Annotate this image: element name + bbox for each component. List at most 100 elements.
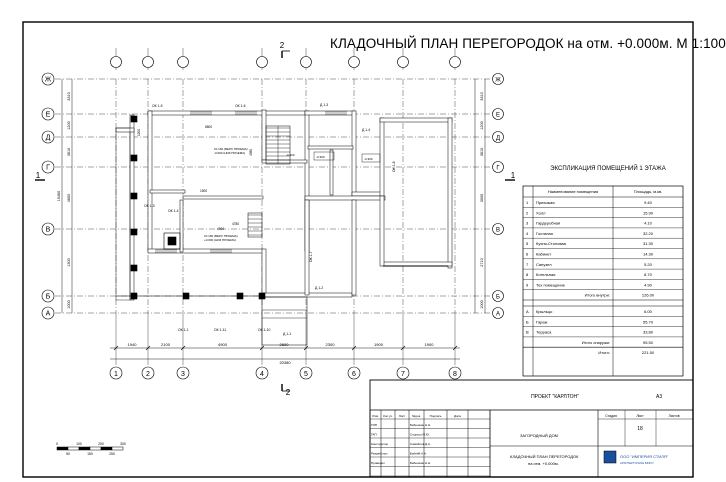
axis-bubble [141, 366, 155, 380]
scale-segment [67, 446, 80, 451]
column [130, 192, 138, 200]
wall-mark: Д 1-1 [283, 332, 291, 336]
column [130, 292, 138, 300]
stamp-format: А3 [656, 394, 662, 400]
outer-letter: А [526, 309, 529, 314]
column [236, 292, 244, 300]
axis-label-А: А [46, 311, 51, 318]
stamp-col-header: №док. [412, 414, 421, 418]
dim-text: 1200 [480, 121, 484, 129]
column [182, 292, 190, 300]
axis-bubble [396, 366, 410, 380]
column [130, 115, 138, 123]
room-number: 2 [526, 210, 529, 215]
dim-text: 3310 [67, 92, 71, 100]
wall-garage-left [261, 248, 267, 298]
dim-text: 1900 [374, 342, 384, 347]
room-number: 9 [526, 282, 529, 287]
wall-mark: ОК 1-6 [235, 104, 246, 108]
level-note: -0.300 [364, 157, 373, 161]
fireplace-core [167, 236, 177, 246]
room-number: 4 [526, 231, 529, 236]
room-number: 6 [526, 252, 529, 257]
outer-name: Гараж [536, 319, 548, 324]
subtotal-value: 126.00 [642, 293, 655, 298]
wall-garage-top [379, 117, 453, 123]
axis-bubble-top [256, 56, 268, 68]
dim-tick [303, 345, 309, 351]
dim-text: 3310 [480, 92, 484, 100]
elevation-note: ±0.160 (ВЕРХ ПРОЕМА) [214, 147, 248, 151]
wall-mid [261, 109, 267, 161]
sheet-title: КЛАДОЧНЫЙ ПЛАН ПЕРЕГОРОДОК на отм. +0.00… [330, 36, 726, 51]
room-name: Тех помещение [536, 282, 566, 287]
scale-label: 50 [66, 452, 70, 456]
dim-text: 2800 [280, 342, 290, 347]
axis-label-Ж: Ж [45, 77, 52, 84]
room-area: 5.20 [644, 262, 653, 267]
room-area: 32.20 [643, 231, 654, 236]
axis-label-right: Ж [495, 78, 501, 84]
axis-bubble-top [397, 56, 409, 68]
room-number: 1 [526, 200, 529, 205]
dim-tick [452, 345, 458, 351]
scale-segment [100, 446, 113, 451]
axis-bubble-top [110, 56, 122, 68]
column [130, 264, 138, 272]
wall-garage-right [447, 117, 453, 269]
wall-mark: ОК 1-7 [309, 251, 313, 262]
stamp-building: ЗАГОРОДНЫЙ ДОМ [520, 433, 558, 438]
axis-label-Е: Е [46, 112, 51, 119]
wall-mark: ОК 1-8 [392, 161, 396, 172]
dim-text: 3610 [480, 148, 484, 156]
dim-tick [180, 345, 186, 351]
outer-name: Крыльцо [536, 309, 553, 314]
axis-label-right: А [496, 312, 500, 318]
stamp-col-header: Лист [399, 414, 406, 418]
porch-bottom [261, 296, 308, 346]
axis-label-right: Д [496, 136, 500, 142]
table-header: Площадь, м.кв. [634, 189, 662, 194]
wall-north-east [304, 110, 356, 116]
axis-label-6: 6 [352, 371, 356, 378]
axis-bubble-top [177, 56, 189, 68]
column [130, 228, 138, 236]
room-area: 14.30 [643, 252, 654, 257]
level-box [313, 151, 335, 161]
dim-total: 15460 [57, 191, 61, 202]
axis-label-8: 8 [453, 371, 457, 378]
dim-text: 4900 [218, 342, 228, 347]
room-name: Прихожая [536, 200, 555, 205]
stamp-role: Разработал [371, 452, 388, 456]
stamp-name: Бабешкин Н.Н. [410, 461, 431, 465]
room-name: Холл [536, 210, 546, 215]
room-number: 5 [526, 241, 529, 246]
wall-mid-horizontal [304, 195, 386, 201]
dim-tick [400, 345, 406, 351]
wall-south-west [147, 248, 264, 254]
stamp-name: Бабейй А.А. [410, 452, 427, 456]
axis-label-2: 2 [146, 371, 150, 378]
wall-mark: Д 1-3 [320, 103, 328, 107]
scale-segment [111, 446, 124, 451]
scale-label: 150 [87, 452, 93, 456]
room-number: 8 [526, 272, 529, 277]
sheet-frame [22, 21, 694, 478]
axis-bubble-right [492, 223, 504, 235]
inner-dim: 6800 [205, 125, 212, 129]
wall-mark: Д 1-2 [315, 286, 323, 290]
axis-bubble [41, 72, 55, 86]
stamp-col-header: Кол.уч. [383, 414, 393, 418]
scale-label: 0 [56, 442, 58, 446]
axis-bubble-right [492, 73, 504, 85]
level-box [361, 153, 381, 163]
inner-dim: 4380 [249, 149, 253, 156]
section-mark-top: 2 [280, 41, 285, 50]
dim-text: 1940 [128, 342, 138, 347]
elevation-note: +0.000 (НИЗ ПРОЕМА) [204, 238, 236, 242]
wall-garage-left2 [379, 195, 385, 267]
dim-text: 1000 [480, 300, 484, 308]
dim-text: 2100 [161, 342, 171, 347]
stamp-stage-header: Стадия [605, 414, 617, 418]
